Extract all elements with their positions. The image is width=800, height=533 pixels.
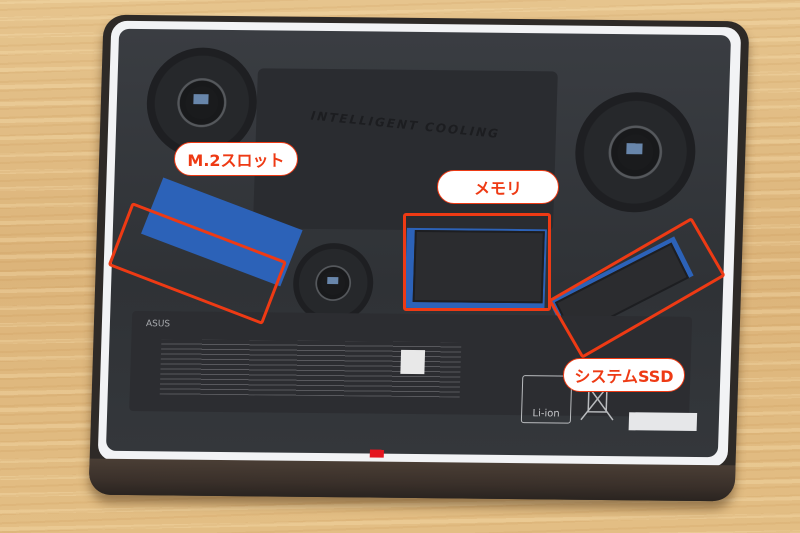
serial-sticker	[628, 412, 698, 431]
memory-label: メモリ	[437, 170, 559, 204]
chassis-bottom-edge	[88, 458, 736, 502]
intelligent-cooling-text: INTELLIGENT COOLING	[310, 108, 501, 142]
memory-highlight	[403, 213, 551, 311]
right-fan	[573, 91, 698, 213]
cooling-cover: INTELLIGENT COOLING	[252, 68, 558, 232]
battery-brand: ASUS	[145, 319, 171, 330]
system-ssd-label: システムSSD	[563, 358, 685, 392]
center-fan	[291, 242, 375, 324]
qr-code	[400, 349, 426, 375]
red-tab	[369, 449, 384, 458]
m2-slot-label: M.2スロット	[174, 142, 298, 176]
